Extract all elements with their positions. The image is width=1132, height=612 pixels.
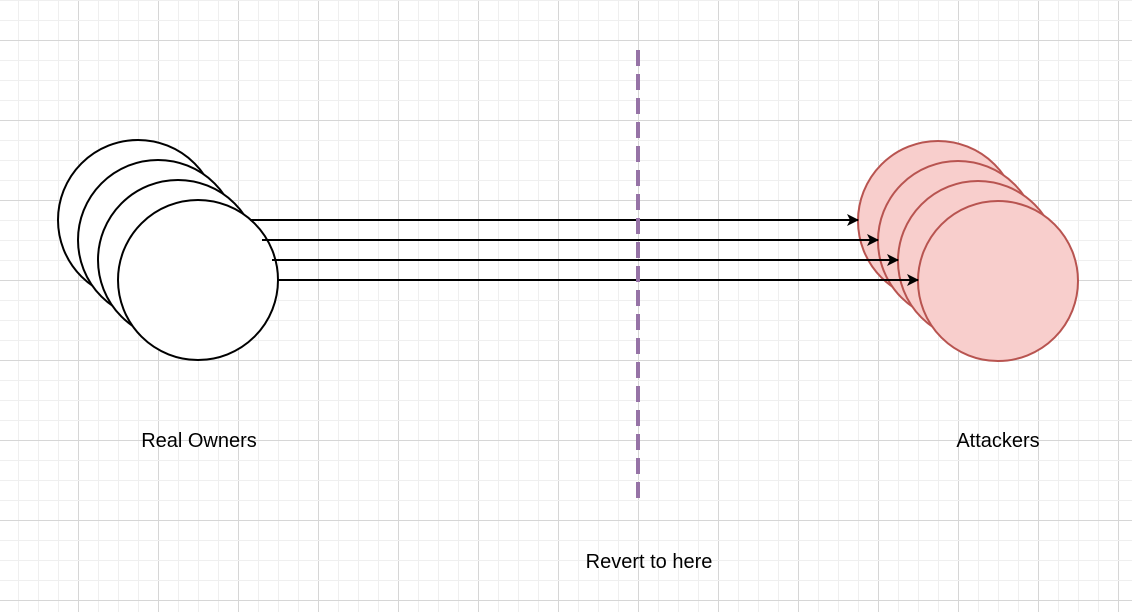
revert-to-here-label: Revert to here <box>586 551 713 573</box>
attackers-label: Attackers <box>956 430 1039 452</box>
attacker-circle[interactable] <box>917 200 1079 362</box>
attackers-group[interactable] <box>857 140 1079 362</box>
arrows-group <box>250 214 919 286</box>
real-owners-group[interactable] <box>57 139 279 361</box>
real-owners-label: Real Owners <box>141 430 257 452</box>
real-owner-circle[interactable] <box>117 199 279 361</box>
